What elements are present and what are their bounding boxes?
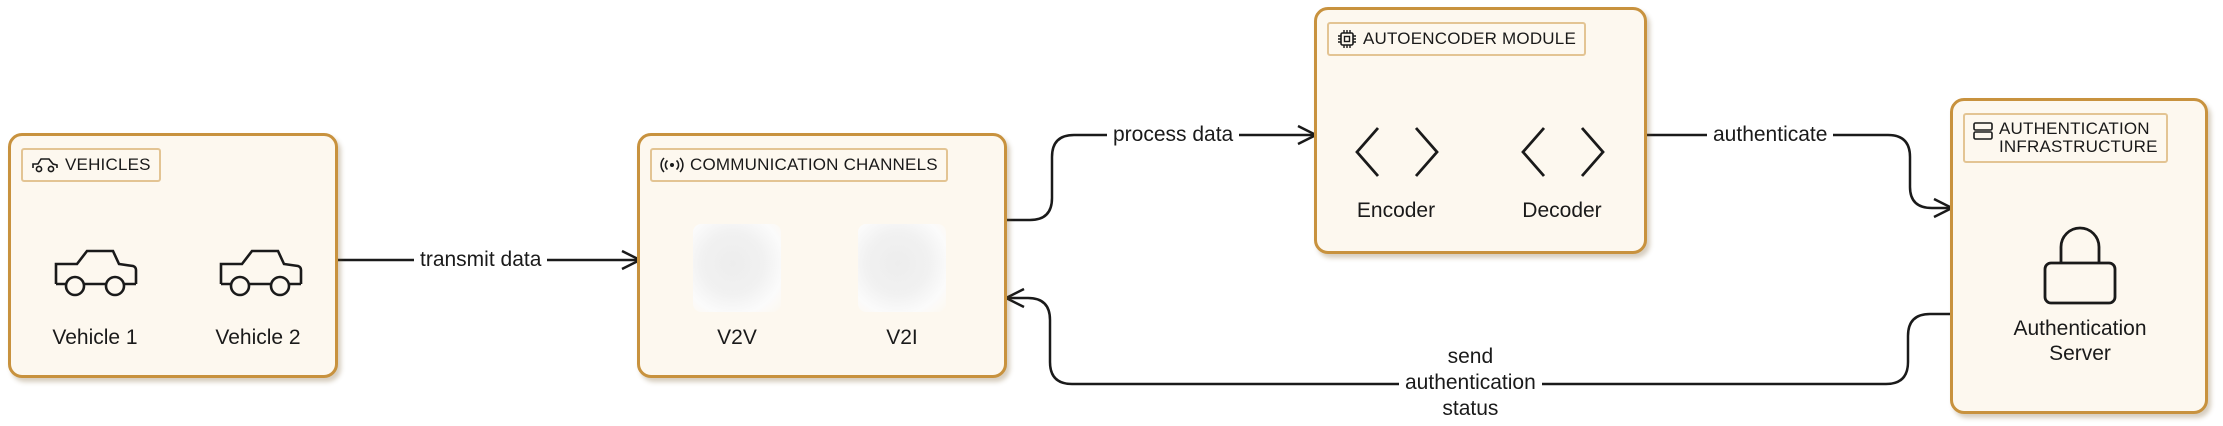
autoencoder-module-group: AUTOENCODER MODULE Encoder Decoder	[1314, 7, 1647, 254]
server-icon	[1973, 122, 1993, 140]
send-label-line-1: send	[1447, 345, 1494, 368]
auth-tag-line-1: AUTHENTICATION	[1999, 119, 2150, 138]
authentication-infrastructure-tag: AUTHENTICATION INFRASTRUCTURE	[1963, 113, 2168, 163]
communication-channels-group: COMMUNICATION CHANNELS V2V V2I	[637, 133, 1007, 378]
chevron-brackets-icon	[1355, 127, 1439, 177]
v2v-label: V2V	[717, 326, 757, 349]
auth-server-line-2: Server	[2049, 342, 2111, 365]
authentication-server-label: Authentication Server	[1990, 316, 2170, 366]
broadcast-icon	[660, 157, 684, 173]
edge-process-data	[1005, 135, 1316, 222]
decoder-label: Decoder	[1522, 199, 1602, 222]
vehicles-tag-label: VEHICLES	[65, 155, 151, 174]
auth-tag-line-2: INFRASTRUCTURE	[1999, 137, 2158, 156]
lock-icon	[2043, 226, 2117, 305]
car-icon	[219, 249, 303, 297]
vehicle-1-label: Vehicle 1	[52, 326, 138, 349]
edge-label-send-authentication-status: send authentication status	[1399, 344, 1542, 422]
car-icon	[54, 249, 138, 297]
communication-channels-tag-label: COMMUNICATION CHANNELS	[690, 155, 938, 174]
car-icon	[32, 158, 58, 173]
vehicles-tag: VEHICLES	[21, 148, 161, 182]
auth-server-line-1: Authentication	[2013, 317, 2147, 340]
authentication-infrastructure-group: AUTHENTICATION INFRASTRUCTURE Authentica…	[1950, 98, 2208, 414]
vehicles-group: VEHICLES Vehicle 1 Vehicle 2	[8, 133, 338, 378]
v2i-label: V2I	[886, 326, 918, 349]
edge-label-authenticate: authenticate	[1707, 122, 1834, 148]
send-label-line-2: authentication	[1405, 371, 1536, 394]
communication-channels-tag: COMMUNICATION CHANNELS	[650, 148, 948, 182]
autoencoder-module-tag-label: AUTOENCODER MODULE	[1363, 29, 1576, 48]
edge-authenticate	[1645, 133, 1952, 208]
vehicle-2-label: Vehicle 2	[215, 326, 301, 349]
edge-label-process-data: process data	[1107, 122, 1240, 148]
autoencoder-module-tag: AUTOENCODER MODULE	[1327, 22, 1586, 56]
v2v-icon	[693, 224, 781, 312]
cpu-chip-icon	[1338, 30, 1356, 48]
edge-label-transmit-data: transmit data	[414, 247, 548, 273]
send-label-line-3: status	[1442, 397, 1499, 420]
encoder-label: Encoder	[1356, 199, 1436, 222]
v2i-icon	[858, 224, 946, 312]
chevron-brackets-icon	[1521, 127, 1605, 177]
